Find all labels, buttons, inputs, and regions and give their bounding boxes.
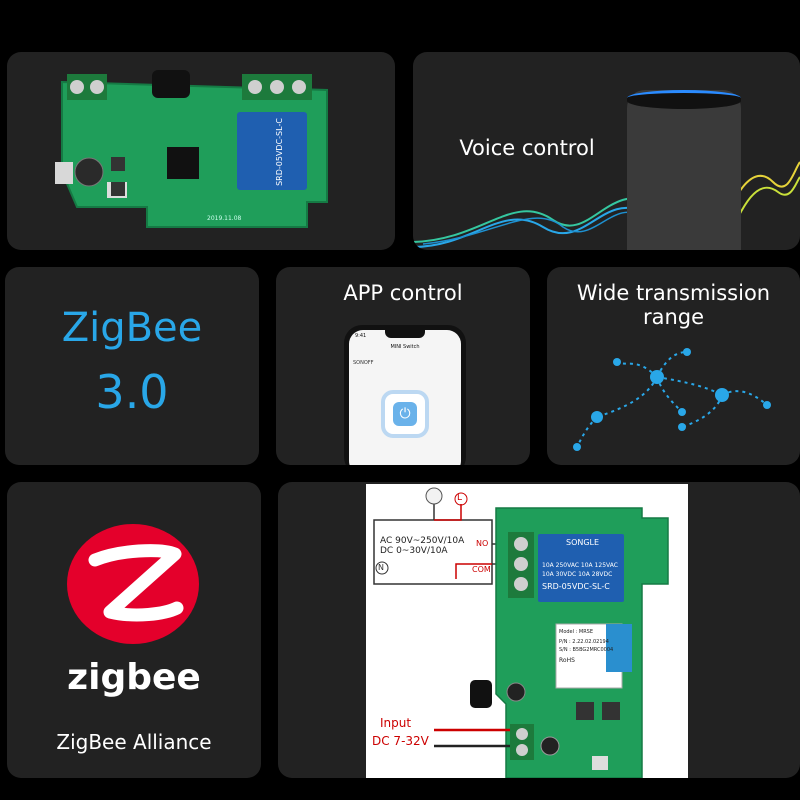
relay-spec-1: 10A 250VAC 10A 125VAC [542, 562, 618, 569]
power-icon: ⏻ [393, 402, 417, 426]
wiring-diagram-card: L N AC 90V~250V/10A DC 0~30V/10A NO COM … [278, 482, 800, 778]
relay-brand: SONGLE [566, 538, 600, 547]
input-label: Input [380, 716, 412, 730]
com-terminal-label: COM [472, 565, 491, 574]
phone-mockup: 9:41 MINI Switch SONOFF ⏻ [344, 325, 466, 465]
network-node [650, 370, 664, 384]
mesh-network-icon [573, 348, 771, 451]
voice-control-card: Voice control [413, 52, 800, 250]
module-model: Model : MRSE [559, 629, 593, 635]
zigbee-alliance-caption: ZigBee Alliance [56, 730, 212, 754]
phone-brand: SONOFF [353, 360, 374, 366]
no-terminal-label: NO [476, 539, 489, 548]
board-silkscreen: 2019.11.08 [207, 215, 242, 222]
power-toggle-button[interactable]: ⏻ [381, 390, 429, 438]
zigbee-alliance-card: zigbee ZigBee Alliance [7, 482, 261, 778]
module-sn: S/N : B5BG2MRC0004 [559, 647, 614, 653]
neutral-label: N [378, 563, 384, 572]
speaker-light-ring [627, 90, 741, 109]
module-pn: P/N : 2.22.02.02194 [559, 639, 609, 645]
app-control-label: APP control [343, 281, 463, 305]
zigbee-version-card: ZigBee 3.0 [5, 267, 259, 465]
relay-spec-2: 10A 30VDC 10A 28VDC [542, 571, 613, 578]
phone-title: MINI Switch [390, 344, 420, 350]
zigbee-name: ZigBee [61, 305, 203, 351]
range-card: Wide transmission range [547, 267, 800, 465]
module-rohs: RoHS [559, 657, 575, 664]
voice-control-label: Voice control [459, 136, 595, 160]
phone-screen: 9:41 MINI Switch SONOFF ⏻ [349, 330, 461, 465]
rating-ac: AC 90V~250V/10A [380, 536, 465, 546]
wiring-diagram: L N AC 90V~250V/10A DC 0~30V/10A NO COM … [366, 484, 688, 778]
load-label: L [457, 493, 463, 503]
board-photo-card: SRD-05VDC-SL-C 2019.11.08 [7, 52, 395, 250]
input-voltage-label: DC 7-32V [372, 734, 429, 748]
range-label-line2: range [642, 305, 705, 329]
smart-speaker [627, 90, 741, 250]
phone-time: 9:41 [355, 333, 367, 339]
relay-model: SRD-05VDC-SL-C [542, 582, 610, 591]
range-label-line1: Wide transmission [576, 281, 771, 305]
zigbee-logo-icon [67, 524, 199, 644]
board-relay-model: SRD-05VDC-SL-C [275, 118, 284, 186]
wiring-lines [373, 487, 669, 778]
rating-dc: DC 0~30V/10A [380, 546, 448, 556]
phone-notch [385, 330, 425, 338]
zigbee-wordmark: zigbee [67, 657, 201, 698]
zigbee-version-number: 3.0 [95, 365, 169, 419]
app-control-card: APP control 9:41 MINI Switch SONOFF ⏻ [276, 267, 530, 465]
relay-board-image: SRD-05VDC-SL-C 2019.11.08 [55, 70, 328, 228]
